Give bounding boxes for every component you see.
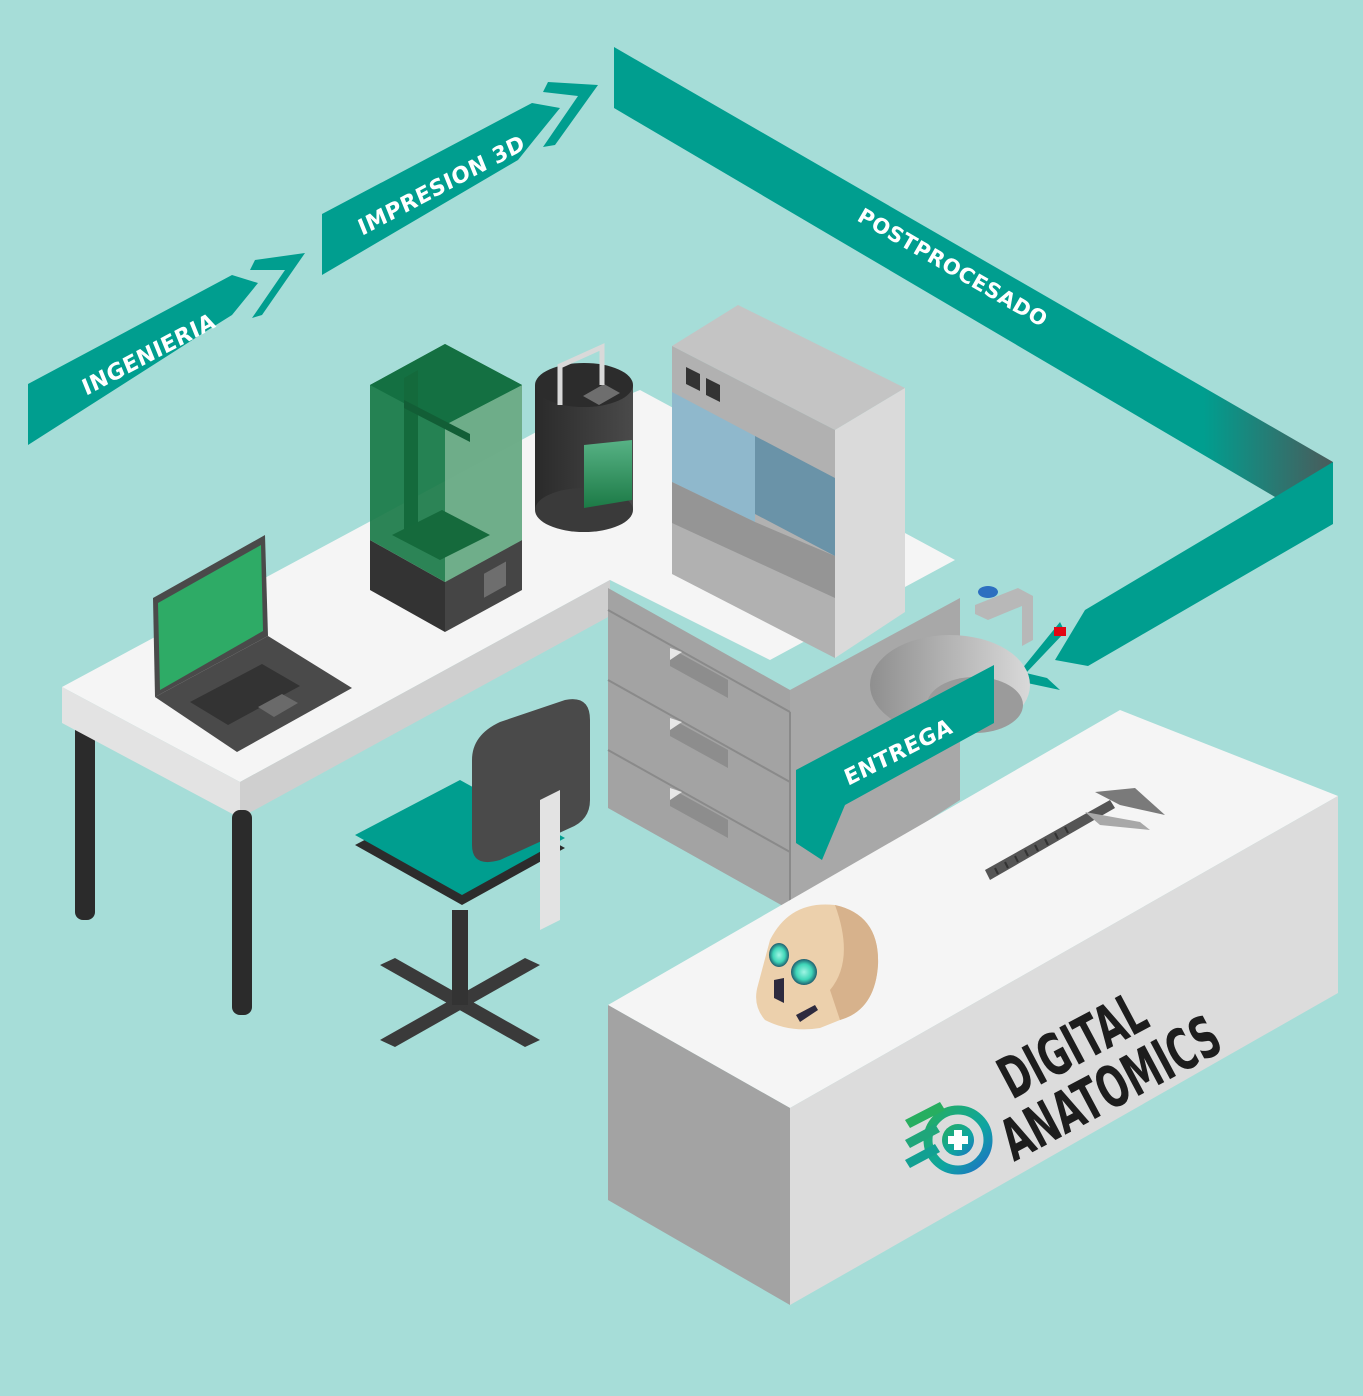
- hot-tap-knob: [1054, 627, 1066, 636]
- skull-eye-glow: [769, 943, 789, 967]
- impresion-banner: [322, 103, 560, 275]
- faucet: [975, 586, 1066, 646]
- desk-side-edge: [240, 580, 610, 818]
- process-step-ingenieria: INGENIERIA: [28, 253, 305, 445]
- chair-seat: [355, 780, 565, 895]
- chair-stem: [452, 910, 468, 1005]
- desk-leg: [75, 715, 95, 920]
- process-step-impresion-3d: IMPRESION 3D: [322, 82, 598, 275]
- skull-model: [756, 904, 879, 1030]
- sla-3d-printer: [370, 344, 522, 632]
- laptop-touchpad: [258, 694, 298, 717]
- postprocesado-banner: [614, 47, 1333, 521]
- cold-tap-knob: [978, 586, 998, 598]
- chevron-right-icon: [543, 82, 598, 147]
- office-chair: [355, 699, 590, 1047]
- curing-station: [535, 343, 633, 532]
- counter-front-right: [790, 796, 1338, 1305]
- step-label-postprocesado: POSTPROCESADO: [854, 204, 1052, 332]
- ingenieria-banner: [28, 275, 258, 445]
- hood-control-button: [686, 367, 700, 391]
- entrega-banner: [796, 665, 994, 860]
- postprocesado-return-banner: [1055, 462, 1333, 666]
- counter-front-left: [608, 1005, 790, 1305]
- drawer-handle: [670, 718, 728, 768]
- chevron-right-icon: [250, 253, 305, 318]
- desk-leg: [232, 810, 252, 1015]
- brand-mark-icon: [905, 1102, 993, 1175]
- laptop: [153, 535, 352, 752]
- laptop-keyboard: [190, 664, 300, 725]
- laptop-screen: [158, 545, 263, 690]
- skull-eye-glow: [791, 959, 817, 985]
- fume-hood: [672, 305, 905, 658]
- hood-control-button: [706, 378, 720, 402]
- drawer-handle: [670, 648, 728, 698]
- desk-front-edge: [62, 687, 240, 818]
- drawer-handle: [670, 788, 728, 838]
- caliper-icon: [985, 788, 1165, 880]
- chair-backrest: [472, 699, 590, 863]
